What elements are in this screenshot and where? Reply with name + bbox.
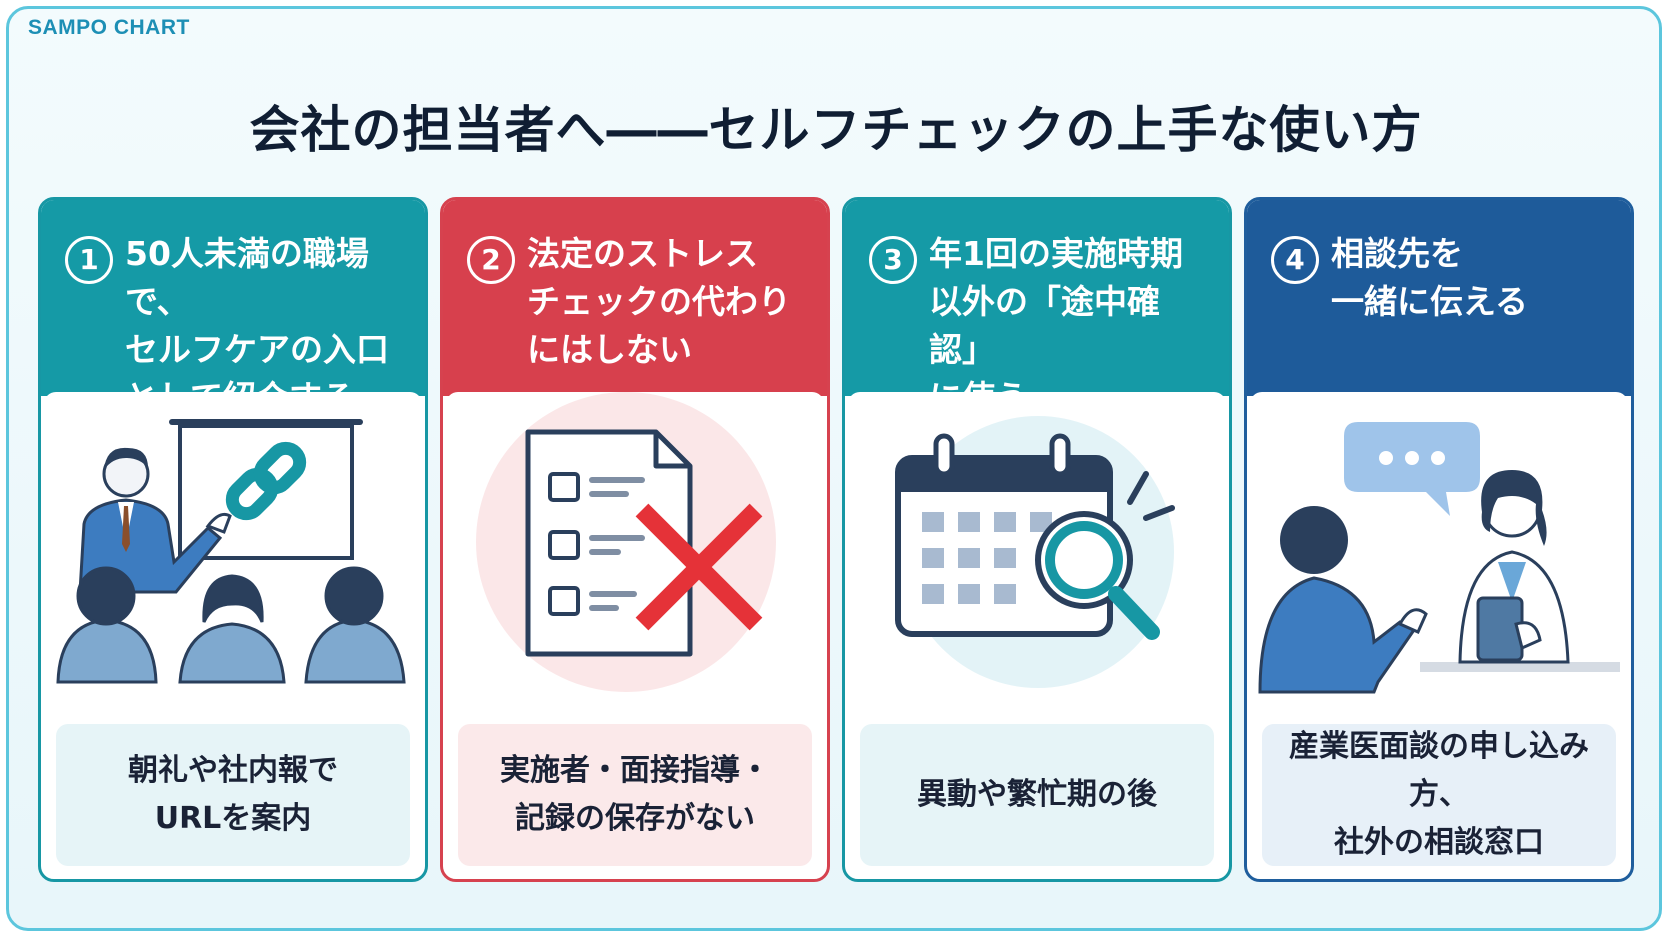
brand-logo: SAMPO CHART — [28, 16, 190, 39]
presentation-link-icon — [56, 419, 406, 684]
card-footer-text: 実施者・面接指導・ 記録の保存がない — [500, 753, 770, 836]
consultation-icon — [1258, 422, 1620, 694]
card-1: 1 50人未満の職場で、 セルフケアの入口 として紹介する — [38, 197, 428, 882]
card-footer: 異動や繁忙期の後 — [860, 724, 1214, 866]
card-header: 2 法定のストレス チェックの代わり にはしない — [443, 200, 827, 396]
card-body: 異動や繁忙期の後 — [848, 392, 1226, 876]
card-4: 4 相談先を 一緒に伝える 産業医面談の申し込み方、 社外の相談窓口 — [1244, 197, 1634, 882]
card-3: 3 年1回の実施時期 以外の「途中確認」 に使う 異動や繁忙期の後 — [842, 197, 1232, 882]
card-number: 1 — [65, 236, 113, 284]
card-body: 実施者・面接指導・ 記録の保存がない — [446, 392, 824, 876]
card-footer-text: 産業医面談の申し込み方、 社外の相談窓口 — [1289, 729, 1589, 860]
card-footer: 実施者・面接指導・ 記録の保存がない — [458, 724, 812, 866]
card-body: 朝礼や社内報で URLを案内 — [44, 392, 422, 876]
page-title: 会社の担当者へ――セルフチェックの上手な使い方 — [249, 101, 1423, 159]
card-header: 4 相談先を 一緒に伝える — [1247, 200, 1631, 396]
card-number: 3 — [869, 236, 917, 284]
calendar-magnifier-icon — [895, 416, 1175, 688]
card-footer-text: 朝礼や社内報で URLを案内 — [128, 753, 338, 836]
card-heading: 法定のストレス チェックの代わり にはしない — [527, 234, 791, 369]
card-body: 産業医面談の申し込み方、 社外の相談窓口 — [1250, 392, 1628, 876]
card-footer: 朝礼や社内報で URLを案内 — [56, 724, 410, 866]
card-number: 2 — [467, 236, 515, 284]
card-2: 2 法定のストレス チェックの代わり にはしない — [440, 197, 830, 882]
card-heading: 相談先を 一緒に伝える — [1331, 234, 1529, 321]
card-footer-text: 異動や繁忙期の後 — [917, 777, 1157, 812]
card-footer: 産業医面談の申し込み方、 社外の相談窓口 — [1262, 724, 1616, 866]
checklist-cross-icon — [476, 392, 776, 692]
card-header: 3 年1回の実施時期 以外の「途中確認」 に使う — [845, 200, 1229, 417]
card-number: 4 — [1271, 236, 1319, 284]
card-header: 1 50人未満の職場で、 セルフケアの入口 として紹介する — [41, 200, 425, 417]
